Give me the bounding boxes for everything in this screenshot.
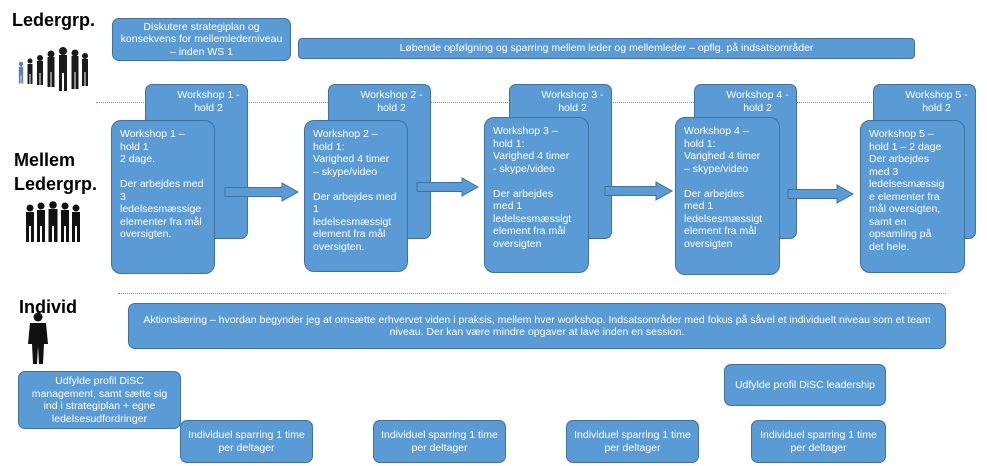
- individual-sparring-box-3: Individuel sparring 1 time per deltager: [566, 420, 699, 463]
- leader-group-icon: [18, 47, 88, 91]
- workshop-5-hold-1: Workshop 5 – hold 1 – 2 dage Der arbejde…: [860, 120, 965, 273]
- arrow-ws2-to-ws3: [416, 177, 480, 197]
- workshop-2-hold-1: Workshop 2 – hold 1: Varighed 4 timer – …: [304, 120, 408, 272]
- disc-leadership-box: Udfylde profil DiSC leadership: [724, 364, 886, 406]
- individual-sparring-box-4: Individuel sparring 1 time per deltager: [751, 420, 886, 463]
- arrow-ws1-to-ws2: [224, 182, 300, 202]
- label-middle-leader-group: Mellem Ledergrp.: [14, 150, 98, 194]
- arrow-ws4-to-ws5: [787, 184, 855, 204]
- label-individual: Individ: [19, 297, 77, 317]
- middle-group-icon: [26, 201, 80, 242]
- individual-sparring-box-1: Individuel sparring 1 time per deltager: [180, 420, 313, 463]
- workshop-1-hold-1: Workshop 1 – hold 1 2 dage. Der arbejdes…: [111, 120, 215, 274]
- action-learning-box: Aktionslæring – hvordan begynder jeg at …: [128, 303, 946, 349]
- workshop-4-hold-1: Workshop 4 – hold 1: Varighed 4 timer – …: [675, 117, 780, 275]
- arrow-ws3-to-ws4: [604, 181, 674, 201]
- disc-management-box: Udfylde profil DiSC management, samt sæt…: [18, 371, 181, 429]
- individual-sparring-box-2: Individuel sparring 1 time per deltager: [373, 420, 506, 463]
- individual-person-icon: [28, 312, 48, 364]
- label-leader-group: Ledergrp.: [12, 10, 96, 30]
- discuss-strategy-box: Diskutere strategiplan og konsekvens for…: [112, 18, 291, 61]
- ongoing-followup-box: Løbende opfølgning og sparring mellem le…: [298, 38, 915, 59]
- workshop-3-hold-1: Workshop 3 – hold 1: Varighed 4 timer - …: [484, 117, 589, 273]
- separator-line-bottom: [118, 293, 946, 294]
